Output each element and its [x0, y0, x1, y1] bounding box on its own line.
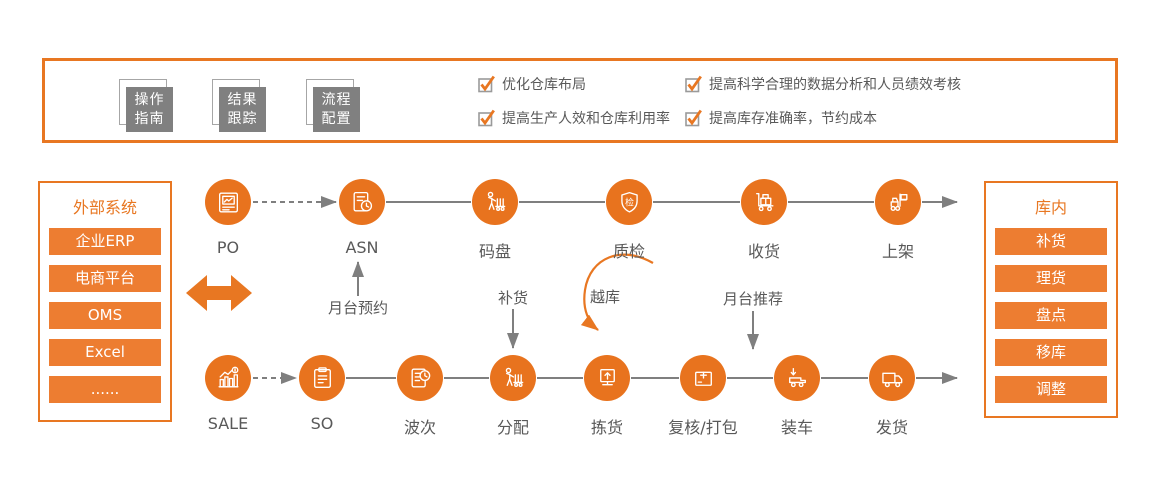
flow-step-so: SO: [277, 355, 367, 433]
warehouse-ops-title: 库内: [1034, 198, 1067, 217]
flow-step-asn: ASN: [317, 179, 407, 257]
benefit-text: 提高生产人效和仓库利用率: [502, 110, 670, 127]
flow-step-label: ASN: [345, 238, 379, 257]
double-sync-arrow-icon: [186, 275, 252, 311]
annotation-replenishment: 补货: [497, 289, 528, 307]
annotation-dock-appointment: 月台预约: [327, 299, 388, 317]
flow-step-wave: 波次: [375, 355, 465, 438]
truck-loading-icon: [774, 355, 820, 401]
benefit-item: 提高科学合理的数据分析和人员绩效考核: [685, 73, 961, 94]
benefit-text: 提高科学合理的数据分析和人员绩效考核: [709, 76, 961, 93]
external-system-item-more: ......: [49, 376, 161, 403]
cross-docking-curved-arrow: [580, 253, 654, 331]
external-system-item-ecommerce: 电商平台: [49, 265, 161, 292]
tile-label: 跟踪: [227, 110, 258, 127]
flow-step-putaway: 上架: [853, 179, 943, 262]
checkbox-checked-icon: [685, 75, 702, 93]
sales-order-clipboard-icon: [299, 355, 345, 401]
benefit-item: 提高生产人效和仓库利用率: [478, 107, 670, 128]
flow-step-sale: SALE: [183, 355, 273, 433]
flow-step-shipping: 发货: [847, 355, 937, 438]
benefit-item: 优化仓库布局: [478, 73, 670, 94]
flow-step-label: 质检: [612, 242, 645, 261]
checkbox-checked-icon: [478, 109, 495, 127]
warehouse-op-tally: 理货: [995, 265, 1107, 292]
flow-step-label: 拣货: [590, 418, 623, 437]
checkbox-checked-icon: [478, 75, 495, 93]
flow-step-allocation: 分配: [468, 355, 558, 438]
benefit-item: 提高库存准确率，节约成本: [685, 107, 961, 128]
purchase-order-icon: [205, 179, 251, 225]
flow-step-label: 复核/打包: [668, 418, 738, 437]
tile-label: 配置: [321, 110, 352, 127]
external-system-item-excel: Excel: [49, 339, 161, 366]
receiving-trolley-icon: [741, 179, 787, 225]
doc-tile-operation-guide: 操作 指南: [119, 79, 175, 134]
flow-step-receiving: 收货: [719, 179, 809, 262]
tile-label: 操作: [134, 91, 165, 108]
allocation-worker-cart-icon: [490, 355, 536, 401]
external-systems-panel: 外部系统 企业ERP 电商平台 OMS Excel ......: [38, 181, 172, 422]
flow-step-label: 收货: [747, 242, 780, 261]
warehouse-op-stocktake: 盘点: [995, 302, 1107, 329]
warehouse-op-relocation: 移库: [995, 339, 1107, 366]
benefit-checklist-col2: 提高科学合理的数据分析和人员绩效考核 提高库存准确率，节约成本: [685, 73, 961, 128]
external-systems-title: 外部系统: [72, 198, 137, 217]
tile-label: 指南: [134, 110, 165, 127]
warehouse-op-adjustment: 调整: [995, 376, 1107, 403]
quality-inspection-shield-icon: 检: [606, 179, 652, 225]
annotation-dock-recommendation: 月台推荐: [722, 290, 783, 308]
flow-step-label: 装车: [780, 418, 813, 437]
annotation-arrows: [352, 253, 759, 350]
wave-doc-clock-icon: [397, 355, 443, 401]
external-system-item-erp: 企业ERP: [49, 228, 161, 255]
flow-step-quality-check: 检 质检: [584, 179, 674, 262]
warehouse-ops-panel: 库内 补货 理货 盘点 移库 调整: [984, 181, 1118, 418]
flow-step-label: 分配: [496, 418, 529, 437]
benefit-text: 优化仓库布局: [502, 76, 586, 93]
flow-step-label: SALE: [207, 414, 249, 433]
benefit-text: 提高库存准确率，节约成本: [709, 110, 877, 127]
tile-label: 流程: [321, 91, 352, 108]
palletize-worker-cart-icon: [472, 179, 518, 225]
doc-tile-process-config: 流程 配置: [306, 79, 362, 134]
benefit-checklist-col1: 优化仓库布局 提高生产人效和仓库利用率: [478, 73, 670, 128]
checkbox-checked-icon: [685, 109, 702, 127]
flow-step-label: 上架: [881, 242, 914, 261]
flow-connectors: [253, 196, 958, 384]
external-system-item-oms: OMS: [49, 302, 161, 329]
putaway-forklift-icon: [875, 179, 921, 225]
picking-kiosk-icon: [584, 355, 630, 401]
tile-label: 结果: [227, 91, 258, 108]
shield-character: 检: [625, 196, 634, 208]
flow-step-label: 码盘: [478, 242, 511, 261]
sales-chart-icon: [205, 355, 251, 401]
shipping-truck-icon: [869, 355, 915, 401]
flow-step-label: 波次: [403, 418, 436, 437]
doc-tile-result-tracking: 结果 跟踪: [212, 79, 268, 134]
flow-step-pack: 复核/打包: [658, 355, 748, 438]
benefits-box: 操作 指南 结果 跟踪 流程 配置 优化仓库布局: [42, 58, 1118, 143]
annotation-cross-docking: 越库: [589, 288, 620, 306]
flow-step-picking: 拣货: [562, 355, 652, 438]
warehouse-op-replenish: 补货: [995, 228, 1107, 255]
flow-step-truck-loading: 装车: [752, 355, 842, 438]
packing-box-icon: [680, 355, 726, 401]
flow-step-po: PO: [183, 179, 273, 257]
flow-step-palletize: 码盘: [450, 179, 540, 262]
flow-step-label: 发货: [875, 418, 908, 437]
flow-step-label: SO: [310, 414, 334, 433]
asn-doc-clock-icon: [339, 179, 385, 225]
flow-step-label: PO: [216, 238, 240, 257]
